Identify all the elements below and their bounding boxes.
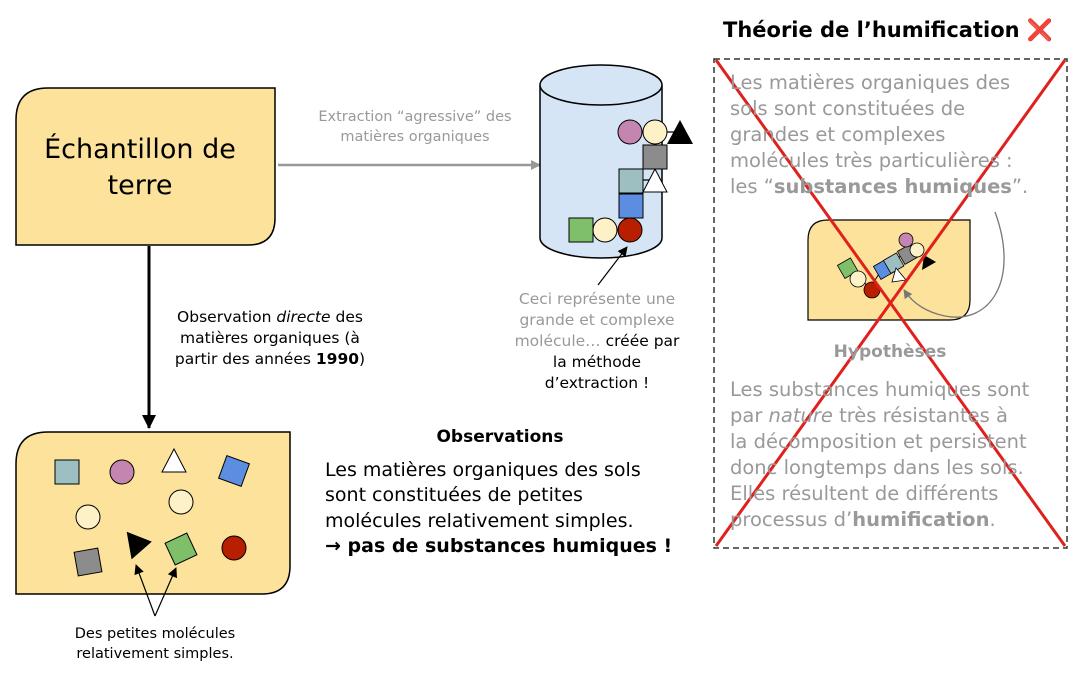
direct-observation-label: Observation directe des matières organiq…: [160, 307, 380, 370]
theory-line: les “substances humiques”.: [730, 174, 1029, 198]
white-triangle: [891, 267, 907, 283]
blue-square: [618, 193, 644, 219]
teal-square: [618, 168, 644, 194]
direct-observation-line: Observation directe des: [177, 308, 363, 326]
direct-observation-line: matières organiques (à: [180, 328, 360, 347]
hypotheses-line: la décomposition et persistent: [730, 429, 1027, 453]
pointer-arrow: [154, 567, 177, 617]
hypotheses-line: Les substances humiques sont: [730, 378, 1030, 401]
cream-circle: [849, 270, 867, 288]
theory-line: sols sont constituées de: [730, 96, 966, 120]
small-molecules-note: Des petites molécules relativement simpl…: [40, 625, 270, 664]
direct-observation-line: partir des années 1990): [174, 349, 366, 368]
observations-title: Observations: [436, 427, 564, 447]
hypotheses-title: Hypothèses: [833, 342, 947, 362]
artifact-note-line: grande et complexe: [519, 310, 675, 329]
cream-circle: [75, 504, 101, 530]
red-circle: [617, 217, 643, 243]
artifact-note-line: Ceci représente une: [518, 290, 676, 308]
hypotheses-line: par nature très résistantes à: [730, 403, 1008, 427]
teal-square: [54, 459, 80, 485]
artifact-pointer-arrow: [597, 246, 628, 286]
red-x-icon: ❌: [1026, 18, 1054, 42]
artifact-note-line: d’extraction !: [544, 373, 650, 392]
white-triangle: [161, 447, 187, 473]
artifact-note-line: molécule… créée par: [514, 331, 680, 350]
soil-box-bottom: [15, 431, 291, 595]
gray-square: [73, 547, 103, 577]
hypotheses-line: processus d’humification.: [730, 507, 996, 531]
theory-body: Les matières organiques des sols sont co…: [730, 70, 1060, 200]
green-square: [568, 217, 594, 243]
pink-circle: [898, 232, 914, 248]
extraction-label-line: matières organiques: [340, 129, 490, 146]
gray-square: [642, 144, 668, 170]
cream-circle: [168, 489, 194, 515]
black-triangle: [922, 255, 936, 270]
green-square: [164, 532, 198, 566]
pink-circle: [109, 459, 135, 485]
cream-circle: [642, 119, 668, 145]
pink-circle: [617, 119, 643, 145]
small-molecules: [54, 447, 251, 577]
hypotheses-line: donc longtemps dans les sols.: [730, 455, 1024, 479]
pointer-arrow: [134, 564, 156, 617]
red-circle: [221, 535, 247, 561]
extraction-label: Extraction “agressive” des matières orga…: [290, 107, 540, 148]
cream-circle: [592, 217, 618, 243]
sample-box: [15, 87, 276, 246]
extraction-label-line: Extraction “agressive” des: [318, 109, 512, 125]
artifact-note-line: la méthode: [552, 352, 642, 371]
small-molecules-line: Des petites molécules: [74, 626, 236, 642]
theory-line: grandes et complexes: [730, 122, 946, 146]
theory-mini-molecule: [836, 232, 936, 299]
red-cross-line: [714, 59, 1067, 547]
sample-title: Échantillon de terre: [44, 134, 236, 202]
observations-line: molécules relativement simples.: [325, 509, 634, 532]
observations-conclusion: → pas de substances humiques !: [325, 534, 673, 557]
small-molecules-line: relativement simples.: [76, 645, 234, 662]
theory-title: Théorie de l’humification ❌: [723, 18, 1054, 42]
curved-pointer-arrow: [903, 211, 1005, 318]
cream-circle: [909, 242, 925, 258]
black-triangle: [126, 531, 152, 560]
observations-line: sont constituées de petites: [325, 484, 583, 507]
observations-body: Les matières organiques des sols sont co…: [325, 458, 705, 559]
artifact-note: Ceci représente une grande et complexe m…: [492, 289, 702, 394]
large-molecule: [568, 119, 693, 243]
theory-line: Les matières organiques des: [730, 71, 1011, 94]
theory-line: molécules très particulières :: [730, 148, 1013, 172]
black-triangle: [667, 120, 693, 144]
hypotheses-body: Les substances humiques sont par nature …: [730, 377, 1060, 533]
blue-square: [217, 454, 251, 488]
hypotheses-line: Elles résultent de différents: [730, 481, 999, 505]
white-triangle: [642, 167, 668, 193]
observations-line: Les matières organiques des sols: [325, 459, 641, 481]
